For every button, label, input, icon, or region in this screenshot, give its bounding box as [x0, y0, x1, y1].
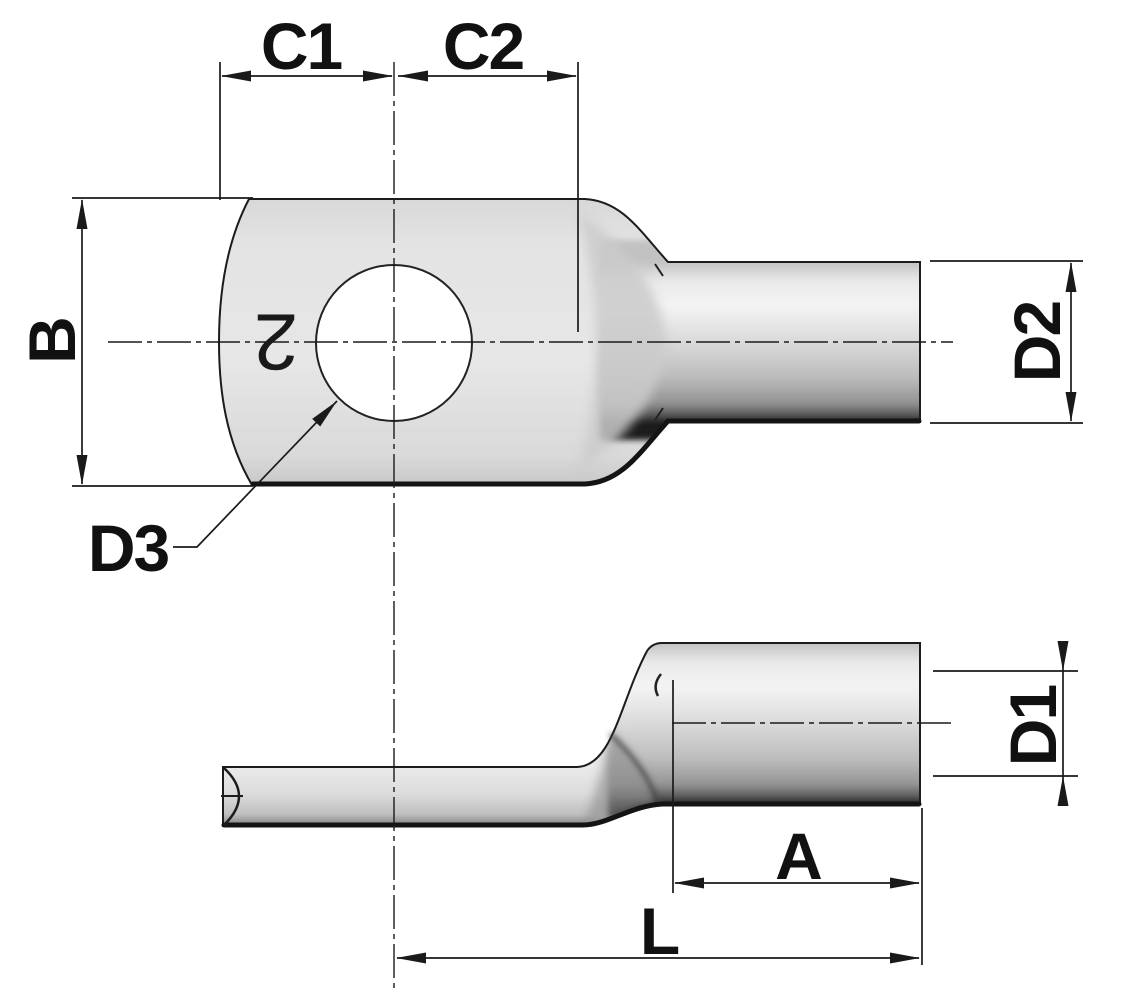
dimension-label-d2: D2	[1000, 302, 1074, 383]
top-view-shadow-edge	[250, 418, 922, 487]
arrow-c2-right	[547, 70, 577, 82]
neck-tangent-marks	[654, 263, 664, 421]
arrow-c2-left	[398, 70, 428, 82]
arrow-d2-bottom	[1065, 392, 1077, 422]
arrow-d1-bottom-outside	[1057, 776, 1069, 806]
dimension-label-d3: D3	[88, 511, 169, 585]
top-view: 2	[217, 198, 922, 487]
dimension-label-l: L	[640, 894, 679, 968]
arrow-d3-leader	[312, 401, 337, 427]
arrow-a-right	[890, 877, 920, 889]
arrow-c1-left	[221, 70, 251, 82]
dimension-label-c2: C2	[443, 9, 524, 83]
side-view-body	[223, 643, 920, 826]
transition-shading	[585, 734, 658, 824]
dimension-label-c1: C1	[261, 9, 342, 83]
dimension-label-d1: D1	[996, 686, 1070, 767]
side-view	[221, 642, 922, 828]
centerlines	[108, 62, 953, 990]
arrow-a-left	[674, 877, 704, 889]
arrow-c1-right	[363, 70, 393, 82]
dimension-label-a: A	[775, 819, 821, 893]
side-view-shadow-edge	[221, 801, 922, 828]
arrow-l-right	[890, 952, 920, 964]
dimension-labels: C1 C2 B D2 D3 D1 A L	[15, 9, 1074, 968]
arrow-d2-top	[1065, 262, 1077, 292]
arrow-b-bottom	[76, 455, 88, 485]
bore-entry-edge	[654, 673, 662, 697]
dimensions	[72, 62, 1083, 965]
dimension-label-b: B	[15, 318, 89, 364]
arrow-l-left	[396, 952, 426, 964]
leader-line-d3	[173, 400, 338, 548]
transition-inner-edge	[608, 732, 660, 804]
arrow-d1-top-outside	[1057, 641, 1069, 671]
arrowheads	[76, 70, 1077, 964]
arrow-b-top	[76, 199, 88, 229]
